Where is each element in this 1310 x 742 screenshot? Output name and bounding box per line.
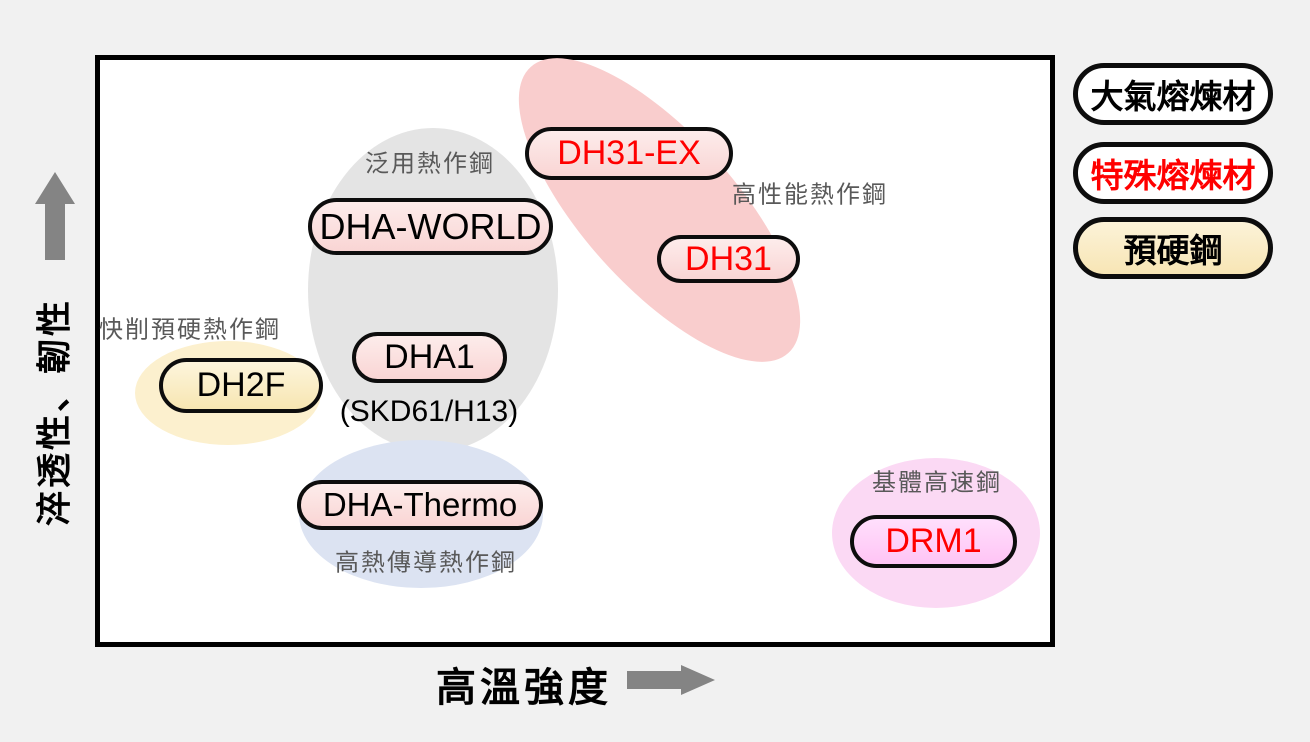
legend-label: 預硬鋼 (1123, 232, 1223, 269)
product-label: DH31-EX (557, 134, 701, 172)
legend-item-prehardened-steel: 預硬鋼 (1073, 217, 1273, 279)
legend-item-special-melt: 特殊熔煉材 (1073, 142, 1273, 204)
cluster-label-free-cutting-prehardened: 快削預硬熱作鋼 (99, 316, 281, 344)
product-note-skd61-h13: (SKD61/H13) (339, 395, 519, 428)
y-axis-label: 淬透性、韌性 (35, 297, 75, 527)
product-label: DHA-Thermo (322, 486, 518, 523)
product-pill-dh31: DH31 (657, 235, 800, 283)
up-arrow-shaft (45, 204, 65, 260)
right-arrow-shaft (627, 671, 681, 689)
legend-item-atmospheric-melt: 大氣熔煉材 (1073, 63, 1273, 125)
cluster-label-high-performance: 高性能熱作鋼 (732, 181, 888, 209)
up-arrow-head (35, 172, 75, 204)
product-label: DHA-WORLD (319, 205, 542, 247)
product-pill-dh31-ex: DH31-EX (525, 127, 733, 180)
product-pill-dha-thermo: DHA-Thermo (297, 480, 543, 530)
plot-area: 泛用熱作鋼 高性能熱作鋼 快削預硬熱作鋼 高熱傳導熱作鋼 基體高速鋼 DH31-… (95, 16, 1055, 647)
x-axis-label: 高溫強度 (436, 666, 612, 710)
right-arrow-icon (627, 665, 715, 695)
legend-label: 特殊熔煉材 (1090, 157, 1256, 194)
product-pill-dha1: DHA1 (352, 332, 507, 383)
product-pill-drm1: DRM1 (850, 515, 1017, 568)
cluster-ellipse-general-purpose (308, 128, 558, 452)
right-arrow-head (681, 665, 715, 695)
product-label: DH2F (196, 366, 286, 404)
up-arrow-icon (35, 172, 75, 260)
product-pill-dh2f: DH2F (159, 358, 323, 413)
product-pill-dha-world: DHA-WORLD (308, 198, 553, 255)
product-label: DHA1 (384, 338, 475, 376)
product-label: DH31 (685, 239, 772, 278)
legend-label: 大氣熔煉材 (1090, 78, 1256, 115)
cluster-label-general-purpose: 泛用熱作鋼 (365, 150, 495, 178)
product-label: DRM1 (885, 522, 982, 560)
cluster-label-matrix-high-speed: 基體高速鋼 (872, 469, 1002, 497)
cluster-label-high-thermal-conductivity: 高熱傳導熱作鋼 (335, 549, 517, 577)
